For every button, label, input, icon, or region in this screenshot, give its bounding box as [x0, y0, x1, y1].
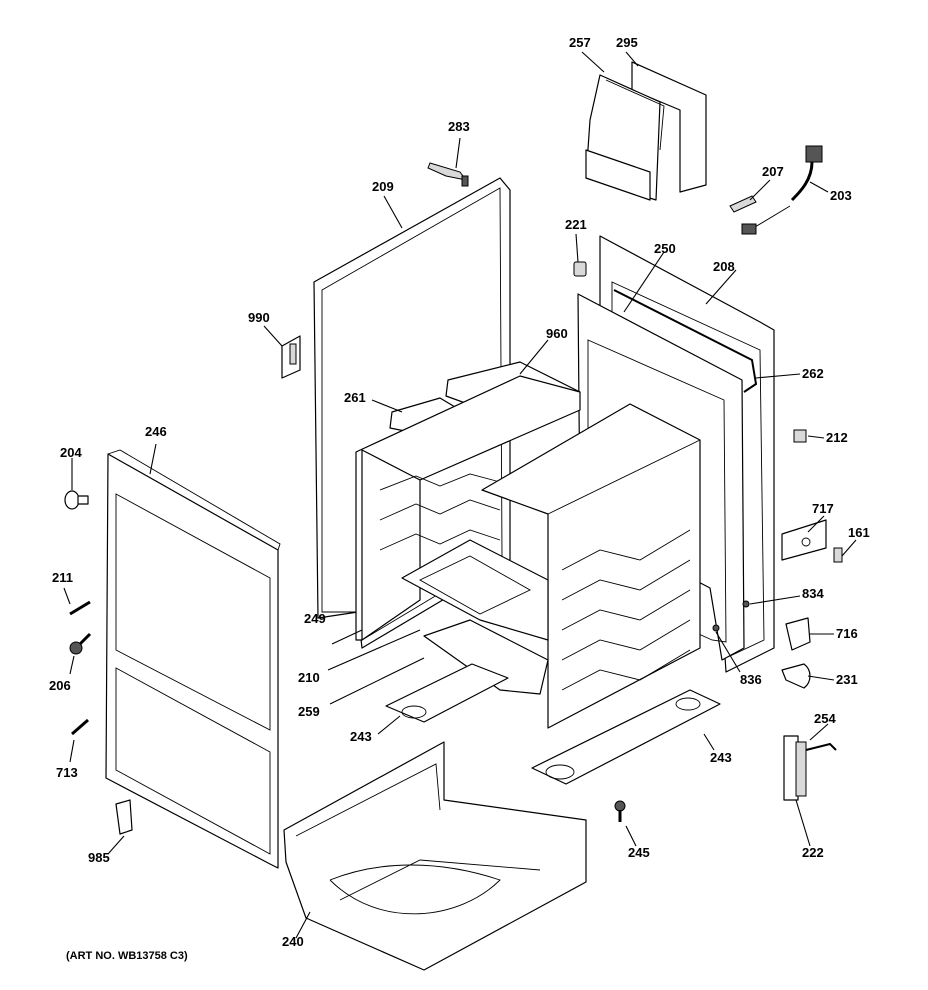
label-716: 716 — [836, 626, 858, 641]
part-836-fastener — [712, 624, 720, 632]
label-990: 990 — [248, 310, 270, 325]
part-249-oven-liner-left — [355, 375, 581, 641]
label-204: 204 — [60, 445, 82, 460]
label-717: 717 — [812, 501, 834, 516]
label-836: 836 — [740, 672, 762, 687]
part-210-oven-rack — [401, 539, 549, 641]
label-209: 209 — [372, 179, 394, 194]
leader-lines — [63, 51, 857, 939]
label-203: 203 — [830, 188, 852, 203]
label-210: 210 — [298, 670, 320, 685]
label-246: 246 — [145, 424, 167, 439]
part-161-clip — [833, 547, 843, 563]
part-834-fastener — [742, 600, 750, 608]
label-834: 834 — [802, 586, 824, 601]
label-206: 206 — [49, 678, 71, 693]
part-713-screw — [71, 718, 89, 736]
label-713: 713 — [56, 765, 78, 780]
label-283: 283 — [448, 119, 470, 134]
label-261: 261 — [344, 390, 366, 405]
part-206-screw — [69, 632, 92, 655]
part-245-screw — [614, 800, 626, 822]
label-243-right: 243 — [710, 750, 732, 765]
label-245: 245 — [628, 845, 650, 860]
part-246-front-frame — [105, 449, 281, 869]
label-211: 211 — [52, 570, 73, 585]
label-960: 960 — [546, 326, 568, 341]
label-249: 249 — [304, 611, 326, 626]
part-240-drawer-body — [283, 741, 587, 971]
part-203-harness-plug — [790, 145, 823, 202]
label-212: 212 — [826, 430, 848, 445]
part-716-bracket — [785, 617, 811, 651]
part-717-bracket — [781, 519, 827, 561]
art-number: (ART NO. WB13758 C3) — [66, 950, 188, 962]
part-207-wire-connector — [729, 195, 791, 235]
part-262-seal — [613, 289, 758, 393]
label-208: 208 — [713, 259, 735, 274]
label-243-left: 243 — [350, 729, 372, 744]
part-212-clip — [793, 429, 807, 443]
label-207: 207 — [762, 164, 784, 179]
part-243-baffle-left — [385, 663, 509, 723]
part-labels: 257 295 283 209 207 203 221 250 208 990 … — [49, 35, 870, 949]
part-222-hinge — [783, 735, 807, 801]
part-254-hinge-lever — [805, 742, 837, 751]
part-990-bracket — [281, 335, 301, 379]
label-221: 221 — [565, 217, 587, 232]
part-243-baffle-right — [531, 689, 721, 785]
label-254: 254 — [814, 711, 836, 726]
part-985-bracket — [115, 799, 133, 835]
label-295: 295 — [616, 35, 638, 50]
label-222: 222 — [802, 845, 824, 860]
label-259: 259 — [298, 704, 320, 719]
label-262: 262 — [802, 366, 824, 381]
part-oven-liner-right — [481, 403, 701, 729]
part-221-clip — [573, 261, 587, 277]
part-204-plug-button — [64, 490, 89, 510]
part-231-clip — [781, 663, 811, 689]
part-257-vent-duct — [585, 74, 665, 201]
label-985: 985 — [88, 850, 110, 865]
label-250: 250 — [654, 241, 676, 256]
label-161: 161 — [848, 525, 870, 540]
part-283-bracket — [427, 162, 469, 187]
label-257: 257 — [569, 35, 591, 50]
label-231: 231 — [836, 672, 858, 687]
part-211-screw — [69, 600, 91, 616]
label-240: 240 — [282, 934, 304, 949]
